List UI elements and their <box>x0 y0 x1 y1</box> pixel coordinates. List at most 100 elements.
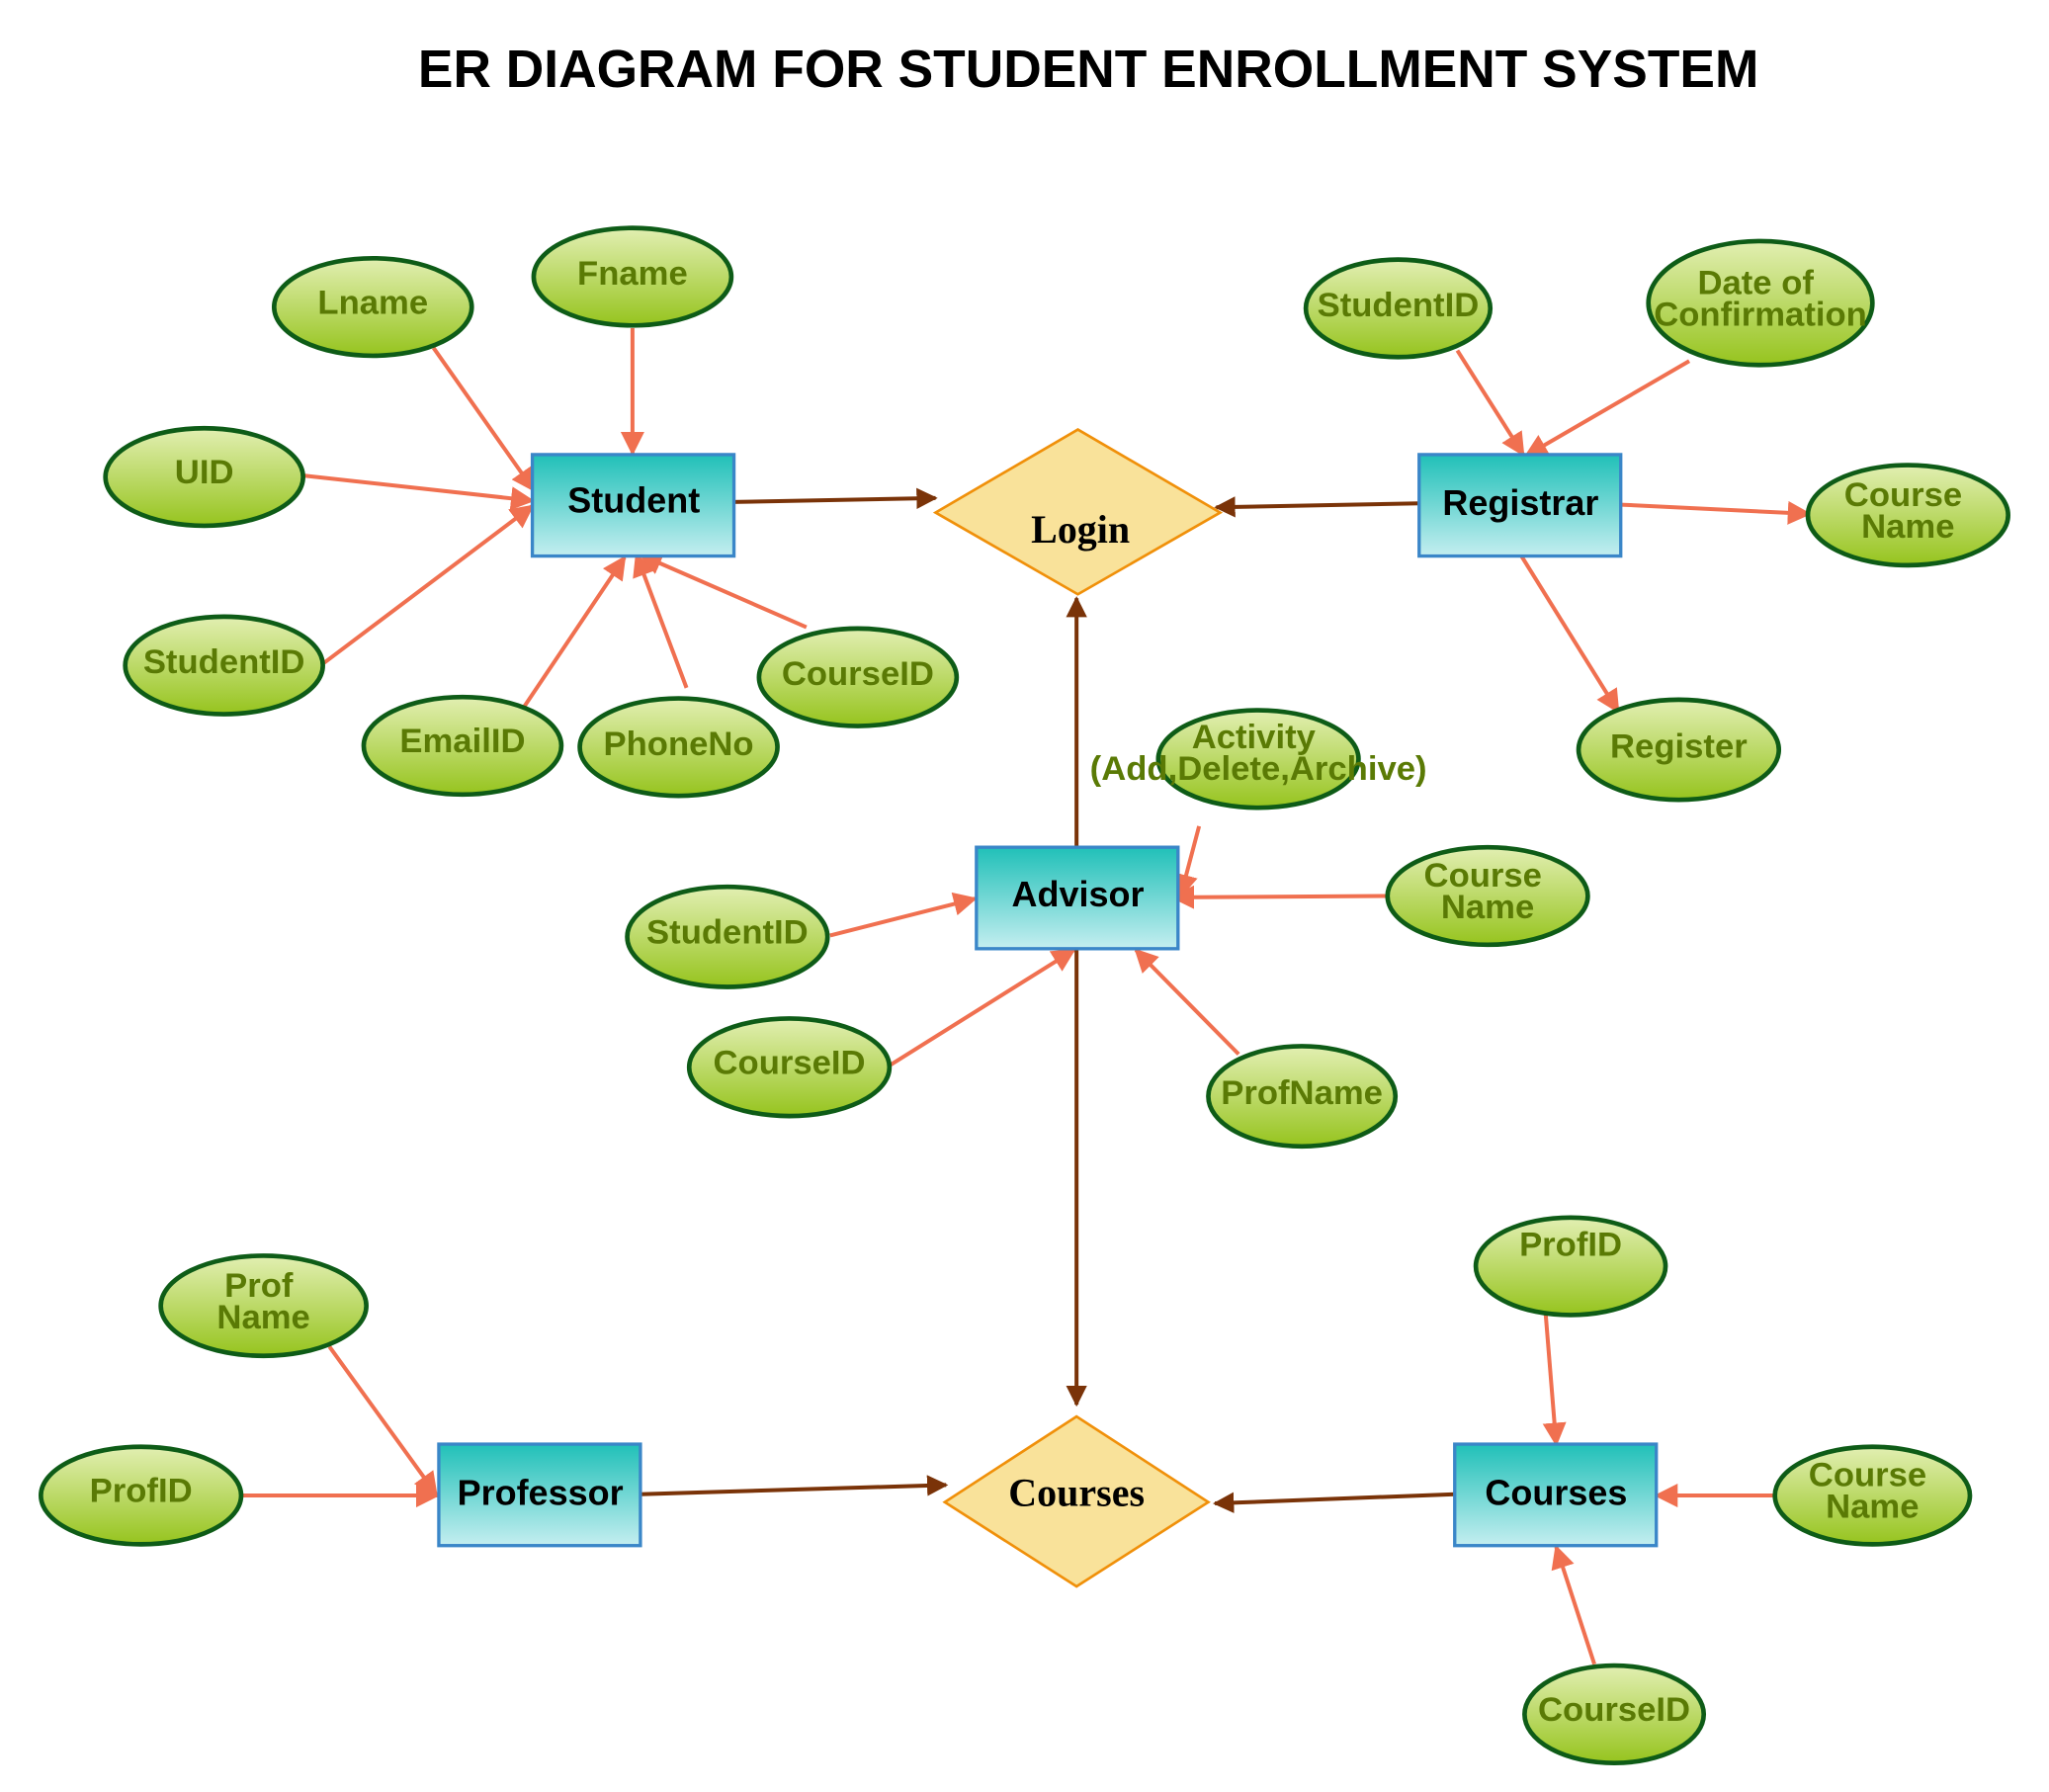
entity-box <box>975 845 1180 951</box>
connector-registrar-register <box>1518 554 1620 714</box>
entity-courses[interactable]: Courses <box>1453 1442 1659 1548</box>
attribute-ellipse <box>1385 844 1590 948</box>
attribute-ellipse <box>1805 463 2010 568</box>
connector-emailid-student <box>522 555 627 708</box>
attribute-ellipse <box>271 255 474 359</box>
connector-studentid-registrar <box>1455 349 1525 457</box>
attribute-student-studentid[interactable]: StudentID <box>123 614 325 717</box>
attribute-ellipse <box>158 1253 369 1359</box>
attribute-label: Date of Confirmation <box>1654 264 1867 333</box>
attribute-ellipse <box>1303 257 1494 360</box>
attribute-label: Course Name <box>1844 476 1972 546</box>
entity-student[interactable]: Student <box>530 453 736 558</box>
attribute-ellipse <box>1522 1663 1707 1766</box>
connector-activity-advisor <box>1174 825 1202 898</box>
attribute-label-line2: Name <box>1826 1489 1919 1526</box>
link-student-login <box>732 487 938 509</box>
entity-registrar[interactable]: Registrar <box>1417 453 1623 558</box>
attribute-courses-profid[interactable]: ProfID <box>1473 1215 1668 1318</box>
attribute-courses-courseid[interactable]: CourseID <box>1522 1663 1707 1766</box>
attribute-emailid[interactable]: EmailID <box>361 694 564 798</box>
connector-dateofconfirmation-registrar <box>1523 359 1691 458</box>
attribute-label: EmailID <box>399 723 525 760</box>
attribute-courses-coursename[interactable]: Course Name <box>1772 1444 1973 1547</box>
attribute-label: CourseID <box>782 655 934 693</box>
attribute-ellipse <box>39 1444 244 1547</box>
attribute-label: Register <box>1610 728 1748 766</box>
attribute-fname[interactable]: Fname <box>531 225 734 328</box>
attribute-professor-profname[interactable]: Prof Name <box>158 1253 369 1359</box>
attribute-registrar-coursename[interactable]: Course Name <box>1805 463 2010 568</box>
attribute-ellipse <box>1772 1444 1973 1547</box>
attribute-ellipse <box>1473 1215 1668 1318</box>
attribute-lname[interactable]: Lname <box>271 255 474 359</box>
attribute-label: StudentID <box>646 913 809 951</box>
attribute-ellipse <box>686 1016 893 1119</box>
attribute-label: Course Name <box>1809 1457 1936 1526</box>
attribute-label: CourseID <box>714 1044 866 1081</box>
attribute-label: ProfName <box>1221 1074 1383 1112</box>
connector-courseid-courses <box>1551 1544 1596 1665</box>
connector-phoneno-student <box>633 552 689 689</box>
attribute-ellipse <box>1155 708 1361 811</box>
attribute-label: ProfID <box>1519 1226 1622 1263</box>
attribute-register[interactable]: Register <box>1576 697 1782 803</box>
attribute-label: Prof Name <box>216 1267 309 1336</box>
attribute-label: Course Name <box>1424 857 1552 926</box>
entity-label-advisor: Advisor <box>1011 874 1144 914</box>
attribute-label-line1: Prof <box>224 1267 294 1305</box>
attribute-advisor-profname[interactable]: ProfName <box>1206 1044 1399 1150</box>
relationship-login[interactable]: Login <box>932 428 1224 596</box>
connector-lname-student <box>431 346 536 492</box>
attribute-ellipse <box>103 425 305 529</box>
attribute-label: CourseID <box>1538 1691 1690 1729</box>
link-registrar-login <box>1214 496 1419 518</box>
attribute-ellipse <box>123 614 325 717</box>
entity-box <box>530 453 736 558</box>
relationship-diamond <box>942 1414 1211 1588</box>
attribute-label-line2: Name <box>1861 508 1954 546</box>
entity-professor[interactable]: Professor <box>437 1442 642 1548</box>
connector-courseid-advisor <box>890 948 1076 1067</box>
connector-studentid-student <box>322 504 535 665</box>
entity-label-professor: Professor <box>458 1472 624 1512</box>
attribute-label: PhoneNo <box>604 725 754 763</box>
attribute-activity[interactable]: Activity (Add,Delete,Archive) <box>1090 708 1427 811</box>
entity-label-registrar: Registrar <box>1442 482 1598 523</box>
connector-profname-professor <box>327 1345 438 1496</box>
attribute-ellipse <box>1206 1044 1399 1150</box>
connector-uid-student <box>303 473 535 511</box>
attribute-label: StudentID <box>1318 287 1480 324</box>
entity-box <box>1453 1442 1659 1548</box>
attribute-label-line2: Confirmation <box>1654 296 1867 333</box>
attribute-professor-profid[interactable]: ProfID <box>39 1444 244 1547</box>
attribute-advisor-courseid[interactable]: CourseID <box>686 1016 893 1119</box>
connector-profname-advisor <box>1134 948 1240 1056</box>
attribute-label-line2: (Add,Delete,Archive) <box>1090 750 1427 788</box>
attribute-student-courseid[interactable]: CourseID <box>756 626 960 728</box>
attribute-uid[interactable]: UID <box>103 425 305 529</box>
attribute-label: StudentID <box>143 643 305 681</box>
entity-box <box>437 1442 642 1548</box>
connector-studentid-advisor <box>829 892 978 938</box>
attribute-label-line1: Activity <box>1192 719 1317 756</box>
attribute-label: ProfID <box>90 1473 193 1510</box>
relationship-courses[interactable]: Courses <box>942 1414 1211 1588</box>
attribute-advisor-coursename[interactable]: Course Name <box>1385 844 1590 948</box>
attribute-date-of-confirmation[interactable]: Date of Confirmation <box>1646 238 1875 368</box>
attribute-label-line2: Name <box>216 1299 309 1336</box>
attribute-advisor-studentid[interactable]: StudentID <box>625 884 830 989</box>
attribute-label: Activity (Add,Delete,Archive) <box>1090 719 1427 788</box>
attribute-registrar-studentid[interactable]: StudentID <box>1303 257 1494 360</box>
attribute-label-line1: Course <box>1844 476 1962 514</box>
link-courses-entity-courses-rel <box>1212 1492 1455 1513</box>
attribute-ellipse <box>756 626 960 728</box>
attribute-ellipse <box>577 696 780 799</box>
attribute-ellipse <box>361 694 564 798</box>
entity-label-student: Student <box>567 480 700 521</box>
attribute-ellipse <box>1646 238 1875 368</box>
relationship-label-login: Login <box>1031 507 1130 552</box>
attribute-phoneno[interactable]: PhoneNo <box>577 696 780 799</box>
entity-advisor[interactable]: Advisor <box>975 845 1180 951</box>
